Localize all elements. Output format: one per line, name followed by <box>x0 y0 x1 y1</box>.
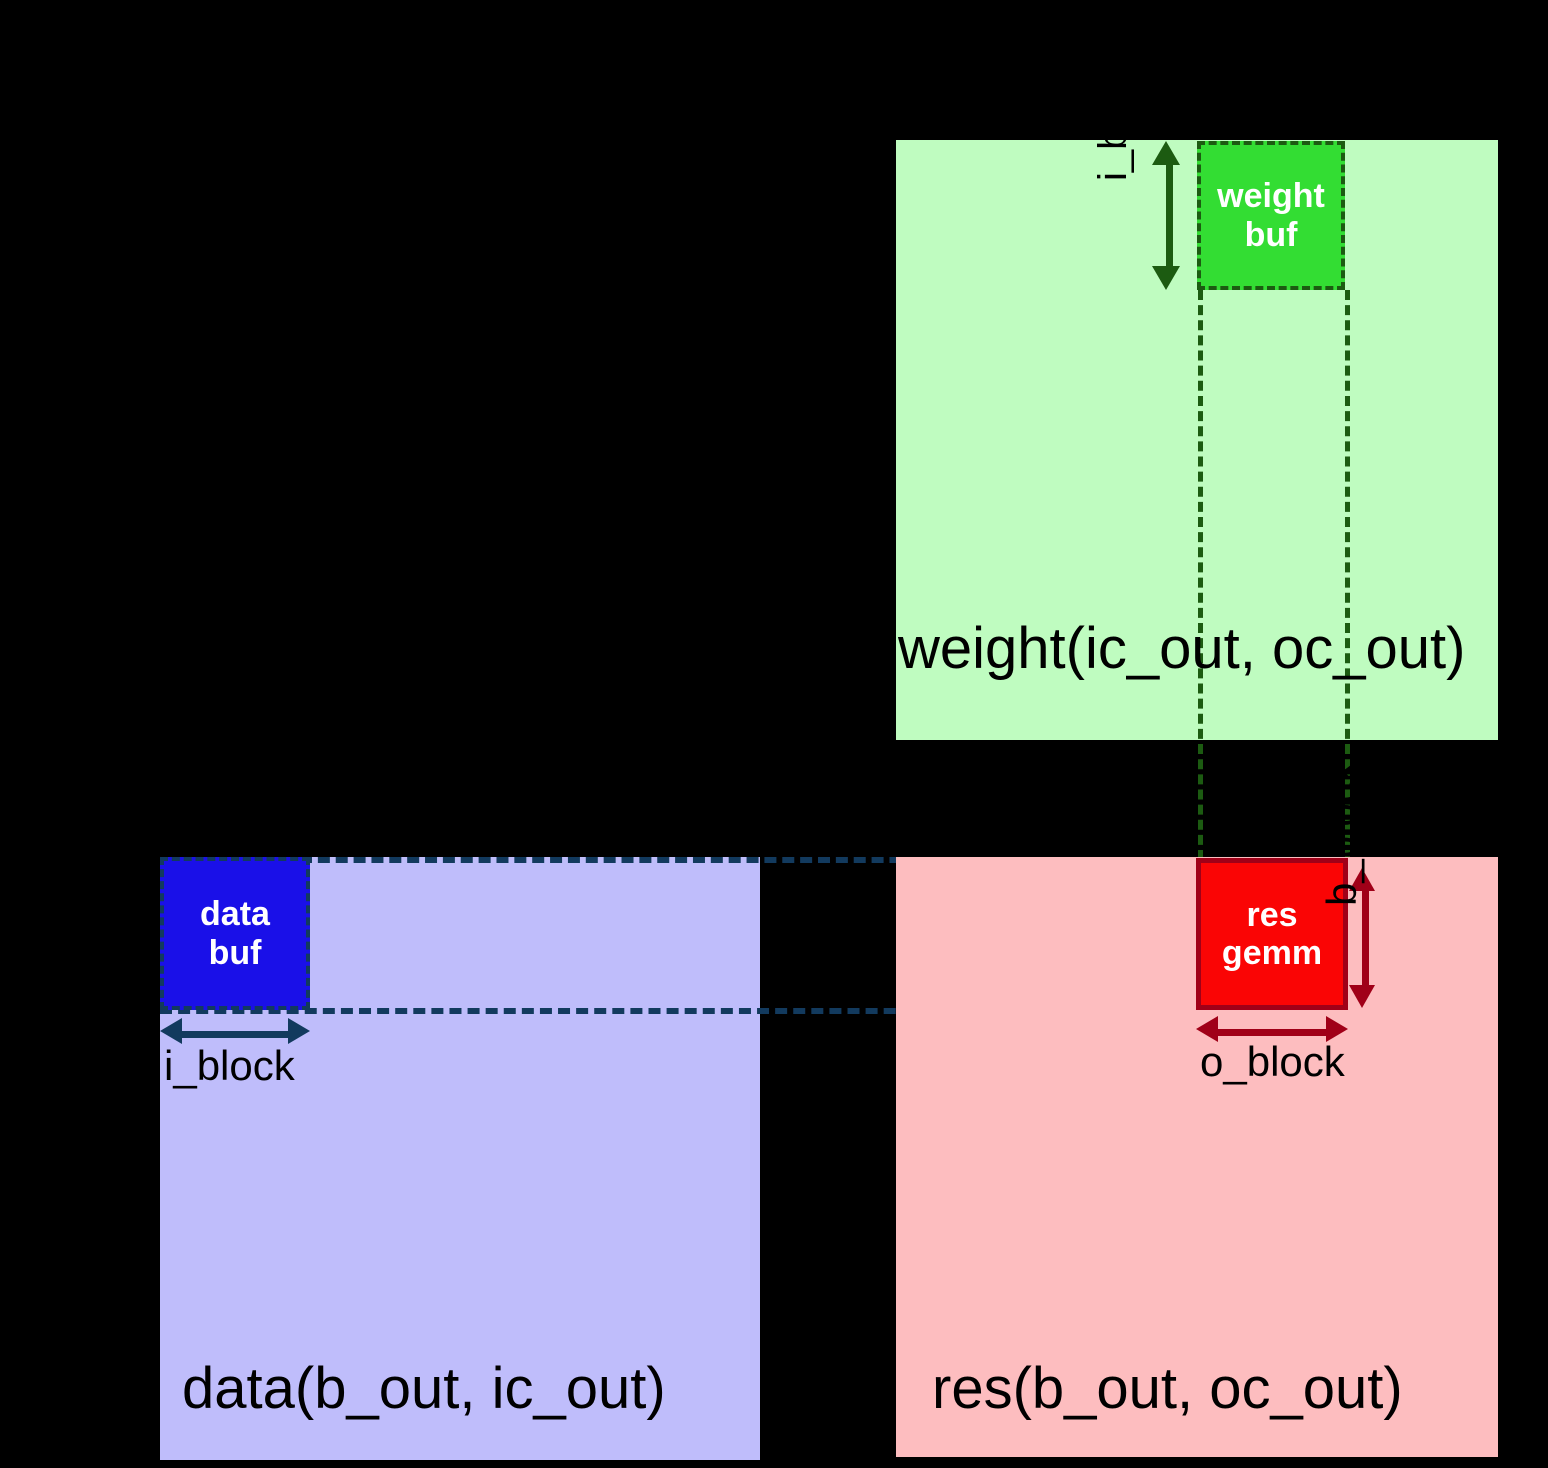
i-block-weight-arrow-up-icon <box>1152 141 1180 165</box>
i-block-data-arrow-left-icon <box>160 1018 182 1044</box>
weight-buf-label-line1: weight <box>1217 177 1325 216</box>
weight-panel-caption: weight(ic_out, oc_out) <box>898 616 1466 681</box>
i-block-data-label: i_block <box>164 1042 295 1089</box>
weight-buf-label-line2: buf <box>1244 215 1298 254</box>
res-gemm-label-line2: gemm <box>1221 934 1323 972</box>
data-projection-guide-bottom <box>160 1008 1348 1014</box>
o-block-label: o_block <box>1200 1038 1345 1085</box>
res-gemm-block: res gemm <box>1196 858 1348 1010</box>
data-panel-caption: data(b_out, ic_out) <box>182 1356 666 1421</box>
data-buf-block: data buf <box>160 857 310 1010</box>
weight-projection-guide-right <box>1345 290 1350 860</box>
data-buf-label-line1: data <box>200 895 270 934</box>
res-gemm-label-line1: res <box>1246 895 1298 934</box>
weight-projection-guide-left <box>1198 290 1203 860</box>
o-block-arrow-shaft <box>1212 1029 1332 1036</box>
i-block-data-arrow-right-icon <box>288 1018 310 1044</box>
weight-buf-block: weight buf <box>1197 141 1345 290</box>
data-buf-label-line2: buf <box>208 933 262 972</box>
b-block-arrow-down-icon <box>1349 985 1375 1008</box>
data-projection-guide-top <box>300 857 1348 863</box>
i-block-data-arrow-shaft <box>176 1031 296 1038</box>
b-block-arrow-up-icon <box>1349 868 1375 891</box>
res-panel-caption: res(b_out, oc_out) <box>932 1356 1403 1421</box>
i-block-weight-arrow-down-icon <box>1152 266 1180 290</box>
b-block-arrow-shaft <box>1362 888 1369 988</box>
b-block-label: b_block <box>1318 761 1365 906</box>
o-block-arrow-left-icon <box>1196 1016 1218 1042</box>
i-block-weight-label: i_block <box>1091 56 1135 181</box>
i-block-weight-arrow-shaft <box>1166 160 1173 270</box>
o-block-arrow-right-icon <box>1326 1016 1348 1042</box>
